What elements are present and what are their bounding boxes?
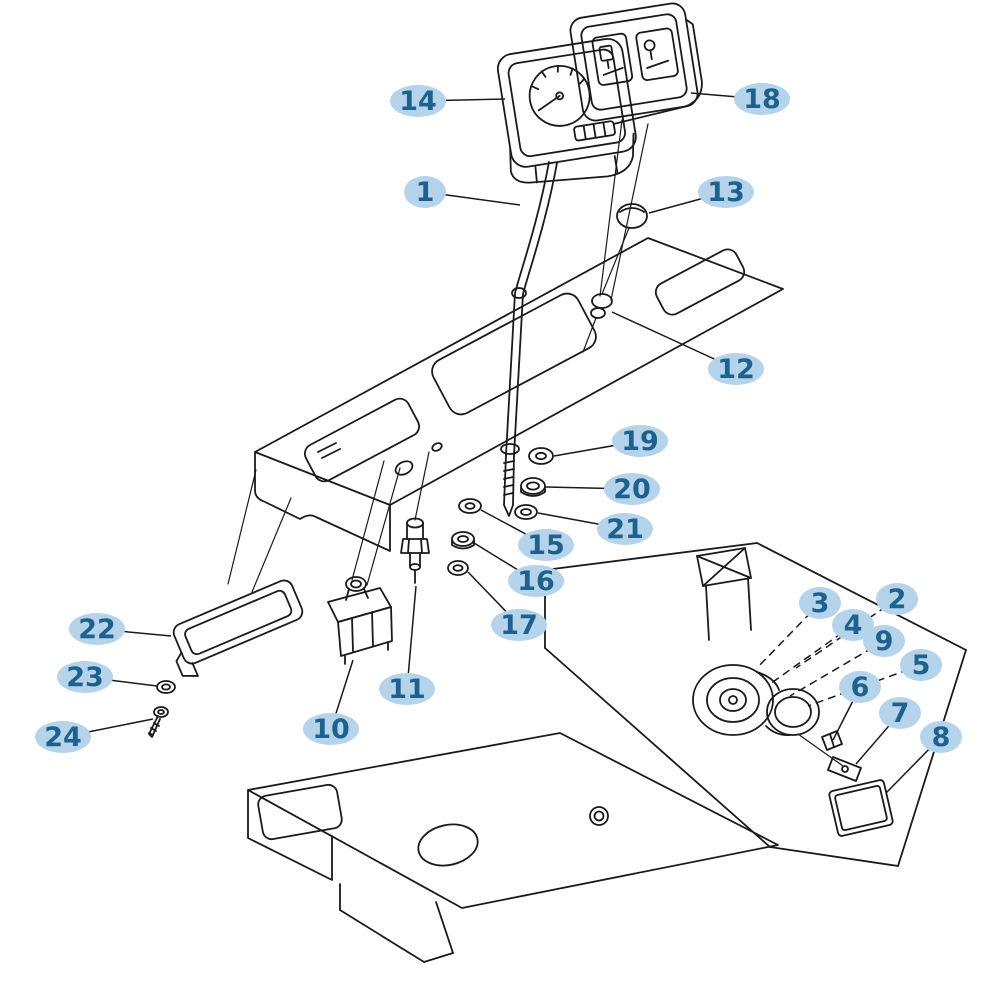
callout-number-13: 13 [707,177,745,208]
callout-16[interactable]: 16 [508,565,564,597]
combination-gauge [569,2,703,125]
callout-2[interactable]: 2 [876,583,918,615]
callout-number-20: 20 [613,474,651,505]
grommet-part [582,293,613,353]
callout-number-10: 10 [312,714,350,745]
callout-number-3: 3 [811,588,830,619]
plate-part [828,779,894,837]
callout-oval-12[interactable] [708,353,764,385]
callout-number-7: 7 [891,698,910,729]
callout-19[interactable]: 19 [612,425,668,457]
callout-22[interactable]: 22 [69,613,125,645]
callout-oval-20[interactable] [604,473,660,505]
callout-10[interactable]: 10 [303,713,359,745]
callout-oval-3[interactable] [799,587,841,619]
console-panel [227,237,784,593]
callout-oval-15[interactable] [518,529,574,561]
callout-oval-23[interactable] [57,661,113,693]
callout-number-18: 18 [743,84,781,115]
callout-oval-5[interactable] [900,649,942,681]
callout-oval-14[interactable] [390,85,446,117]
callout-number-2: 2 [888,584,907,615]
callout-3[interactable]: 3 [799,587,841,619]
callout-17[interactable]: 17 [491,609,547,641]
callout-oval-24[interactable] [35,721,91,753]
callout-18[interactable]: 18 [734,83,790,115]
callout-number-17: 17 [500,610,538,641]
callout-number-16: 16 [517,566,555,597]
callout-number-5: 5 [912,650,931,681]
callout-11[interactable]: 11 [379,673,435,705]
callout-1[interactable]: 1 [404,176,446,208]
callout-oval-9[interactable] [863,625,905,657]
callout-4[interactable]: 4 [832,609,874,641]
callout-oval-11[interactable] [379,673,435,705]
callout-8[interactable]: 8 [920,721,962,753]
callout-number-19: 19 [621,426,659,457]
callout-15[interactable]: 15 [518,529,574,561]
frame-bottom [247,732,779,963]
horn-assembly [692,664,844,767]
callout-9[interactable]: 9 [863,625,905,657]
callout-21[interactable]: 21 [597,513,653,545]
callout-5[interactable]: 5 [900,649,942,681]
callout-oval-13[interactable] [698,176,754,208]
callout-number-11: 11 [388,674,426,705]
callout-oval-8[interactable] [920,721,962,753]
screw-part [148,706,169,738]
callout-oval-7[interactable] [879,697,921,729]
callout-oval-2[interactable] [876,583,918,615]
leader-line-11 [406,585,417,690]
callout-13[interactable]: 13 [698,176,754,208]
callout-number-4: 4 [844,610,863,641]
callout-number-15: 15 [527,530,565,561]
leader-line-2 [795,598,898,669]
cable-part [500,161,558,517]
callout-23[interactable]: 23 [57,661,113,693]
callout-number-9: 9 [875,626,894,657]
washer-part [156,680,176,694]
callout-oval-22[interactable] [69,613,125,645]
callout-number-8: 8 [932,722,951,753]
callout-6[interactable]: 6 [839,671,881,703]
callout-12[interactable]: 12 [708,353,764,385]
callout-number-12: 12 [717,354,755,385]
callout-24[interactable]: 24 [35,721,91,753]
callout-number-22: 22 [78,614,116,645]
callout-oval-16[interactable] [508,565,564,597]
gauge-cluster [496,37,637,184]
callout-number-14: 14 [399,86,437,117]
cap-part [601,203,648,295]
callout-oval-4[interactable] [832,609,874,641]
callout-oval-18[interactable] [734,83,790,115]
callout-number-1: 1 [416,177,435,208]
sender-unit [400,517,430,584]
callout-number-24: 24 [44,722,82,753]
callout-number-23: 23 [66,662,104,693]
washer-nut-stack-right [514,447,554,520]
callout-20[interactable]: 20 [604,473,660,505]
callout-oval-21[interactable] [597,513,653,545]
callout-oval-19[interactable] [612,425,668,457]
clip-part [821,730,843,751]
callout-14[interactable]: 14 [390,85,446,117]
callout-oval-1[interactable] [404,176,446,208]
washer-nut-stack-left [447,498,482,576]
lamp-bezel [172,579,304,677]
callout-number-21: 21 [606,514,644,545]
callout-oval-17[interactable] [491,609,547,641]
callout-oval-10[interactable] [303,713,359,745]
callout-number-6: 6 [851,672,870,703]
bracket-part [827,756,862,782]
callout-7[interactable]: 7 [879,697,921,729]
callout-oval-6[interactable] [839,671,881,703]
switch-part [327,576,393,665]
machine-artwork [148,2,967,963]
